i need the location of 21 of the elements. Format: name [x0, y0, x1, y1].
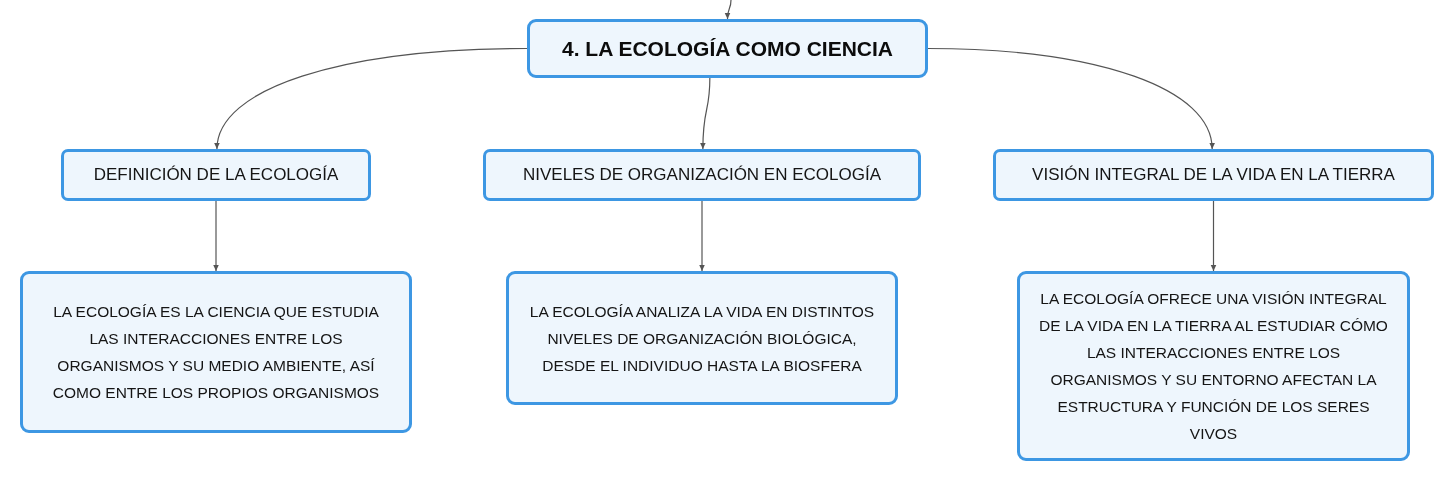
connector-arrow	[699, 200, 705, 272]
subtopic-label: VISIÓN INTEGRAL DE LA VIDA EN LA TIERRA	[1032, 164, 1395, 186]
description-text: LA ECOLOGÍA ES LA CIENCIA QUE ESTUDIA LAS INTERACCIONES ENTRE LOS ORGANISMOS Y SU MEDIO AMBIENTE, ASÍ COMO ENTRE LOS PROPIOS ORGANISMOS	[51, 302, 381, 403]
subtopic-label: DEFINICIÓN DE LA ECOLOGÍA	[93, 164, 339, 186]
description-box	[506, 271, 898, 405]
subtopic-label: NIVELES DE ORGANIZACIÓN EN ECOLOGÍA	[523, 164, 881, 186]
connector-arrow	[213, 200, 219, 272]
description-box	[1017, 271, 1410, 461]
description-box	[20, 271, 412, 433]
subtopic-box	[993, 149, 1434, 201]
description-text: LA ECOLOGÍA ANALIZA LA VIDA EN DISTINTOS NIVELES DE ORGANIZACIÓN BIOLÓGICA, DESDE EL INDIVIDUO HASTA LA BIOSFERA	[528, 301, 876, 376]
connector-arrow	[215, 47, 528, 150]
connector-arrow	[927, 47, 1215, 150]
connector-arrow	[1210, 200, 1217, 272]
subtopic-box	[483, 149, 921, 201]
connector-arrow	[724, 0, 732, 20]
central-topic-box	[527, 19, 928, 78]
subtopic-box	[61, 149, 371, 201]
connector-arrow	[699, 77, 711, 150]
description-text: LA ECOLOGÍA OFRECE UNA VISIÓN INTEGRAL DE LA VIDA EN LA TIERRA AL ESTUDIAR CÓMO LAS INTERACCIONES ENTRE LOS ORGANISMOS Y SU ENTORNO AFECTAN LA ESTRUCTURA Y FUNCIÓN DE LOS SERES VIVOS	[1038, 289, 1389, 444]
central-topic-title: 4. LA ECOLOGÍA COMO CIENCIA	[562, 35, 893, 62]
